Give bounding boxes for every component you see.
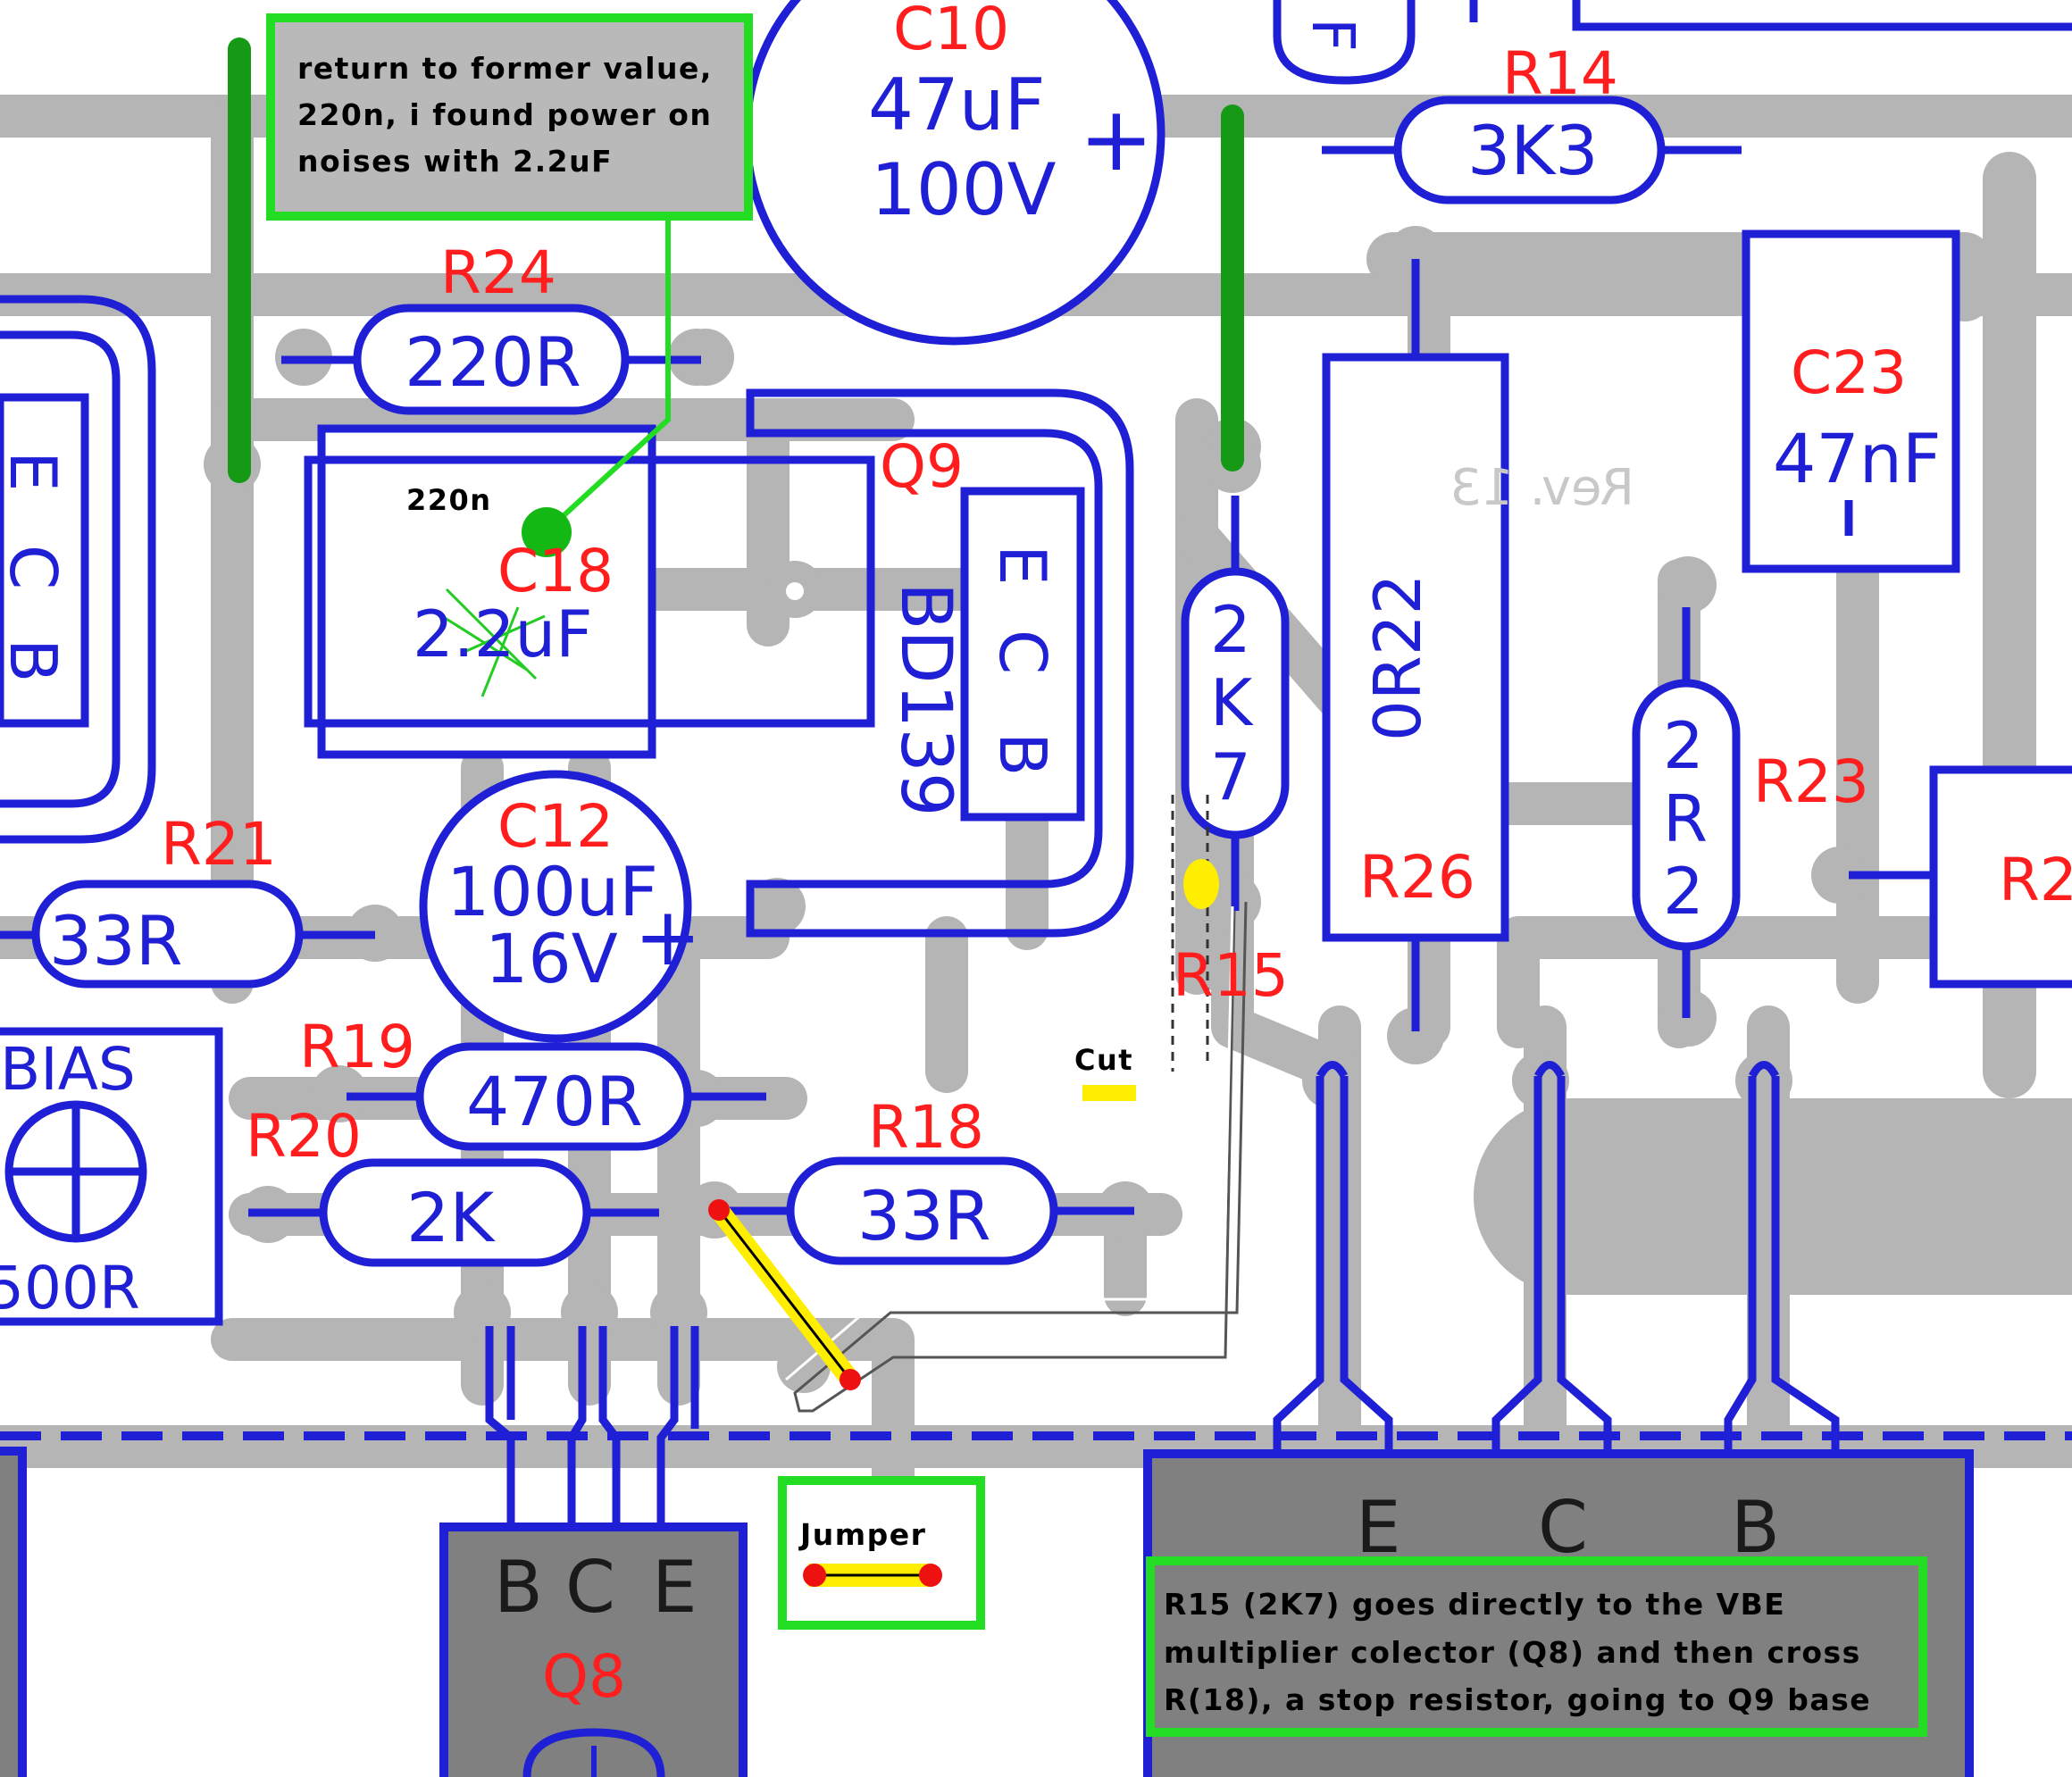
- value-r21: 33R: [49, 901, 183, 980]
- bias-trimmer-outline: [0, 1027, 223, 1326]
- power-pin-b: B: [1731, 1486, 1780, 1569]
- q8-pin-b: B: [494, 1546, 543, 1629]
- designator-r18: R18: [868, 1093, 984, 1162]
- value-c10-capacitance: 47uF: [868, 63, 1046, 146]
- designator-r2x: R2: [1999, 846, 2072, 914]
- c12-plus-sign: +: [634, 890, 701, 984]
- power-pin-c: C: [1538, 1486, 1588, 1569]
- r15-char-3: 7: [1210, 739, 1251, 814]
- value-r26: 0R22: [1360, 574, 1435, 741]
- value-bias-label: BIAS: [0, 1035, 136, 1104]
- modification-marks: [228, 38, 1248, 1413]
- designator-q8: Q8: [542, 1642, 626, 1711]
- q9-outline: [960, 487, 1085, 822]
- jumper-legend-box: [778, 1476, 985, 1630]
- designator-q9: Q9: [880, 432, 964, 501]
- note-box-top: [266, 13, 753, 221]
- designator-r15: R15: [1173, 941, 1289, 1010]
- value-q9-part: BD139: [885, 582, 965, 816]
- value-c18: 2.2uF: [413, 597, 593, 672]
- c12-outline: [419, 770, 692, 1043]
- value-bias-trimmer: 500R: [0, 1254, 140, 1322]
- value-c12-voltage: 16V: [485, 919, 618, 998]
- note-top-line-3: noises with 2.2uF: [297, 144, 613, 179]
- left-pin-b: B: [0, 638, 71, 682]
- r15-outline: [1181, 567, 1290, 839]
- r15-char-2: K: [1210, 665, 1254, 740]
- designator-r21: R21: [161, 810, 277, 879]
- q9-pin-c: C: [985, 630, 1060, 674]
- value-c12-capacitance: 100uF: [447, 852, 658, 931]
- note-top-line-2: 220n, i found power on: [297, 97, 712, 132]
- q8-pin-e: E: [652, 1546, 698, 1629]
- left-pin-e: E: [0, 451, 71, 492]
- designator-r19: R19: [299, 1013, 415, 1081]
- c10-plus-sign: +: [1079, 87, 1154, 191]
- note-top-line-1: return to former value,: [297, 51, 713, 86]
- r24-outline: [353, 304, 630, 415]
- note-bottom-line-2: multiplier colector (Q8) and then cross: [1164, 1635, 1861, 1670]
- r23-char-2: R: [1663, 781, 1708, 856]
- cut-point: [1183, 859, 1219, 909]
- r19-outline: [415, 1042, 692, 1151]
- r20-outline: [319, 1158, 591, 1267]
- r18-outline: [786, 1156, 1058, 1265]
- designator-c23: C23: [1791, 338, 1907, 407]
- note-cut: Cut: [1074, 1043, 1133, 1077]
- power-pin-e: E: [1356, 1486, 1401, 1569]
- r15-char-1: 2: [1210, 592, 1251, 667]
- designator-r20: R20: [246, 1102, 362, 1171]
- r14-outline: [1393, 96, 1666, 204]
- value-r20: 2K: [406, 1178, 496, 1257]
- note-220n: 220n: [406, 483, 492, 517]
- r23-char-1: 2: [1663, 708, 1704, 783]
- r23-outline: [1632, 679, 1741, 951]
- cut-marker: [1082, 1085, 1136, 1101]
- designator-c12: C12: [497, 792, 614, 861]
- c18-marker: [522, 507, 572, 557]
- value-c23: 47nF: [1773, 419, 1942, 498]
- q8-pin-c: C: [565, 1546, 615, 1629]
- designator-r26: R26: [1359, 843, 1475, 912]
- value-r19: 470R: [466, 1062, 643, 1141]
- left-transistor-outline: [0, 393, 89, 728]
- mirrored-revision-text: Rev. 13: [1450, 459, 1635, 517]
- designator-c10: C10: [893, 0, 1009, 63]
- note-bottom-line-3: R(18), a stop resistor, going to Q9 base: [1164, 1682, 1871, 1717]
- value-r18: 33R: [857, 1176, 991, 1256]
- q8-body: [439, 1523, 748, 1777]
- left-pin-c: C: [0, 545, 71, 589]
- designator-r23: R23: [1753, 747, 1869, 816]
- r23-char-3: 2: [1663, 854, 1704, 929]
- r21-outline: [31, 880, 304, 989]
- designator-c18: C18: [497, 537, 614, 605]
- value-r14: 3K3: [1467, 111, 1599, 190]
- q9-pin-b: B: [985, 732, 1060, 776]
- designator-r24: R24: [440, 238, 556, 307]
- value-c10-voltage: 100V: [871, 148, 1057, 231]
- top-cap-label: F: [1299, 18, 1367, 52]
- value-r24: 220R: [405, 322, 581, 402]
- note-bottom-line-1: R15 (2K7) goes directly to the VBE: [1164, 1587, 1785, 1622]
- note-box-bottom: [1146, 1556, 1927, 1737]
- designator-r14: R14: [1502, 39, 1618, 108]
- q9-pin-e: E: [985, 545, 1060, 586]
- note-jumper: Jumper: [798, 1517, 926, 1552]
